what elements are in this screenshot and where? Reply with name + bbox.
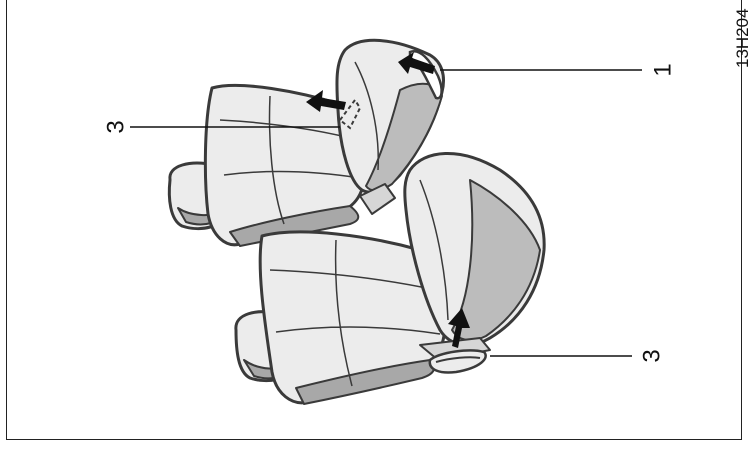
callout-3-top: 3 xyxy=(103,120,130,133)
callout-1: 1 xyxy=(650,63,677,76)
upper-seat xyxy=(169,40,443,246)
figure-code: 13H204 xyxy=(733,8,752,68)
callout-3-bottom: 3 xyxy=(639,349,666,362)
